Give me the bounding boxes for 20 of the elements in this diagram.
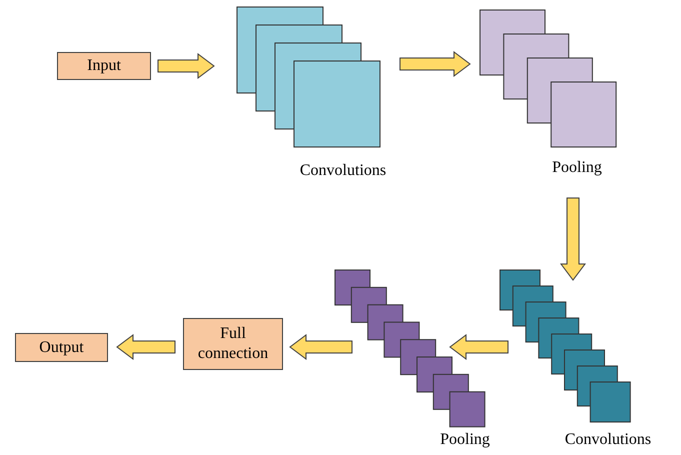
process-box (183, 318, 283, 370)
feature-map-stack (236, 6, 381, 148)
block-arrow (400, 51, 471, 77)
block-arrow (116, 334, 176, 360)
layer-caption: Convolutions (300, 162, 386, 180)
process-box (57, 52, 151, 80)
block-arrow (560, 198, 586, 281)
process-box (15, 333, 108, 362)
box-label: Input (87, 56, 121, 76)
block-arrow (158, 53, 215, 79)
feature-map-stack (334, 269, 486, 428)
block-arrow (289, 334, 352, 360)
layer-caption: Convolutions (564, 431, 652, 449)
layer-caption: Pooling (440, 431, 490, 449)
feature-map-stack (479, 9, 618, 148)
layer-caption: Pooling (552, 159, 602, 177)
box-label: Output (39, 338, 84, 358)
box-label: Full connection (196, 324, 270, 364)
block-arrow (449, 334, 508, 360)
feature-map-stack (499, 269, 632, 423)
